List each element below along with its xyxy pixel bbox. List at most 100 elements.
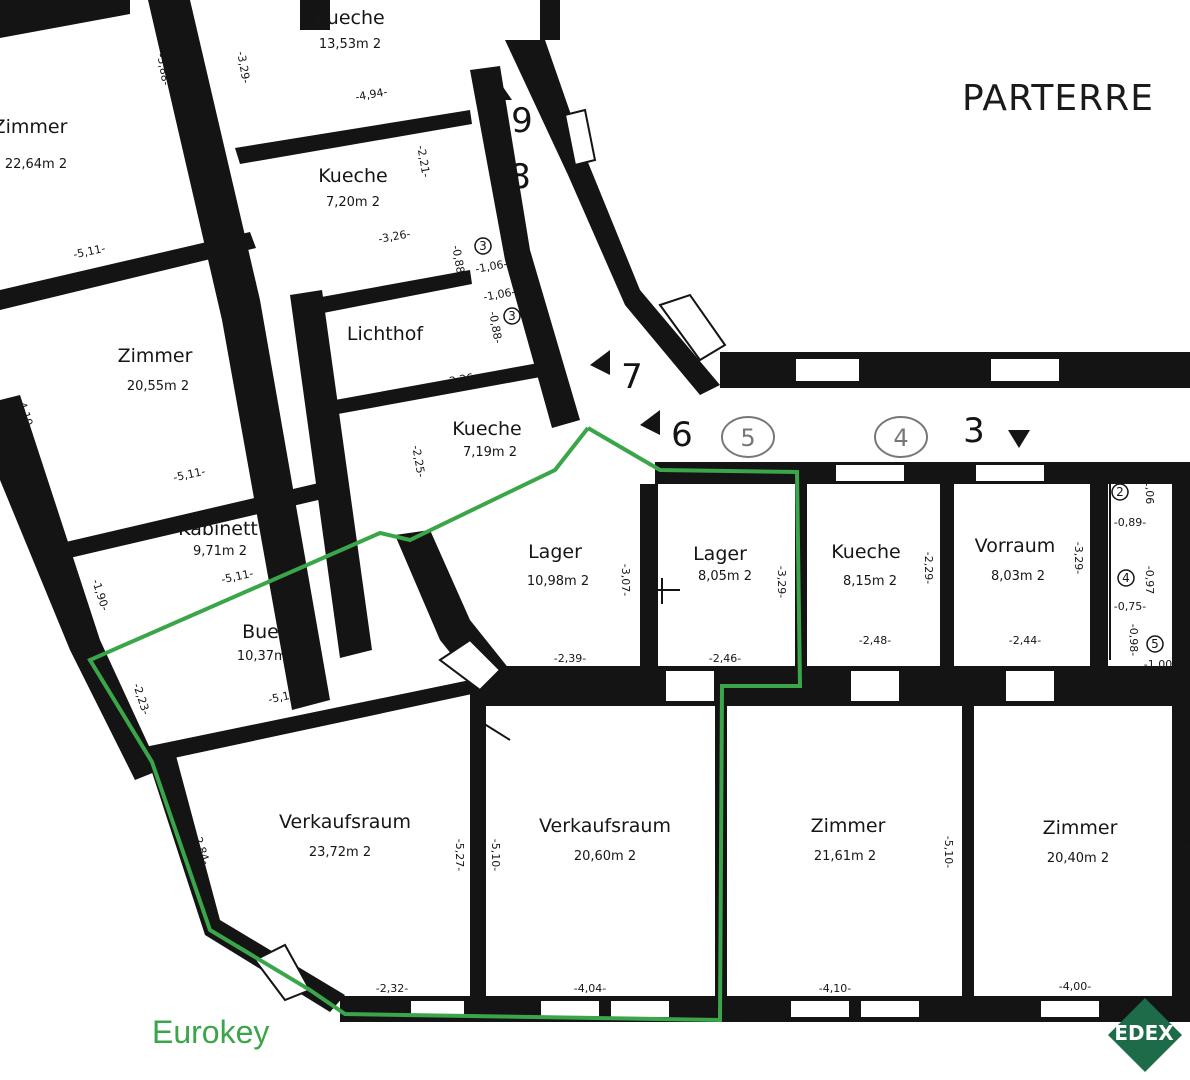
line [477,719,511,741]
room-area: 8,03m 2 [991,569,1045,584]
dimension: -2,39- [554,652,586,665]
room-area: 23,72m 2 [309,845,371,860]
entry-arrow [490,84,512,100]
dimension: -1,06- [482,285,516,303]
room-name: Buero [242,621,298,643]
dimension: -5,10- [1179,829,1190,861]
dimension: -4,10- [819,982,851,995]
window [989,357,1061,383]
dimension: -3,26- [444,370,478,388]
dimension: -2,48- [859,634,891,647]
small-circled-number: 5 [1151,637,1159,651]
wall-diagonal-main [148,0,330,710]
dimension: -1,90- [89,577,111,612]
dimension: -5,11- [220,567,254,586]
thin-lines [477,484,1111,741]
dimension: -0,88- [449,244,467,278]
room-area: 10,98m 2 [527,574,589,589]
room-name: Lichthof [347,323,424,345]
dimension: -3,26- [377,227,411,245]
window [438,638,502,692]
wall-h2 [40,478,344,564]
window [859,999,921,1019]
dimension: -4,04- [574,982,606,995]
logo-text: EDEX [1114,1021,1174,1045]
room-name: Kueche [452,418,521,440]
entry-number: 6 [671,415,693,455]
wall-corridor-bottom [655,462,1190,484]
wall-middle-horizontal [470,666,1190,706]
window [834,463,906,483]
room-name: Kabinett [178,518,258,540]
circle-marker [1111,483,1129,501]
room-name: Kueche [831,541,900,563]
room-area: 8,05m 2 [698,569,752,584]
window [664,669,716,703]
wall-v-verkauf [470,690,486,1010]
dimension: -1,00- [1144,658,1176,671]
small-circled-numbers: 3 3 2 4 5 [474,237,1164,653]
room-area: 20,55m 2 [127,379,189,394]
dimension: -5,11- [72,242,106,261]
dimension: -0,75- [1114,600,1146,613]
dimension: -0,89- [1114,516,1146,529]
edex-logo [1108,998,1182,1072]
wall-left-outer [0,395,160,780]
dimension: -2,21- [414,144,432,178]
eurokey-outline [87,426,803,1023]
wall-bottom-left [148,752,345,1012]
wall-facade-top [720,352,1190,388]
window [974,463,1046,483]
small-circled-number: 3 [508,309,516,323]
dimension: -3,88- [154,52,172,86]
circled-number: 4 [893,424,908,452]
wall-v-lager [640,484,658,674]
circled-unit-numbers: 5 4 [721,416,928,458]
small-circled-number: 4 [1122,571,1130,585]
wall-lichthof-left [290,290,372,658]
window [658,293,727,362]
eurokey-label: Eurokey [152,1014,270,1050]
dimension: -4,94- [354,85,388,103]
wall-v-zimmer2 [962,690,974,1010]
room-area: 21,61m 2 [814,849,876,864]
dimension: -2,23- [130,681,152,716]
entry-markers: 9 8 7 6 3 [490,84,1030,455]
dimension: -1,06- [474,257,508,275]
wall-h4 [235,110,472,164]
page-title: PARTERRE [962,78,1154,119]
room-labels: Kueche 13,53m 2 Zimmer 22,64m 2 Kueche 7… [0,7,1118,866]
entry-arrow [590,350,610,375]
dimension: -5,10- [942,836,955,868]
window [563,108,597,167]
dimension: -2,32- [376,982,408,995]
dimension: -0,88- [486,310,504,344]
entry-arrow [1008,430,1030,448]
dimension: -3,29- [775,566,788,598]
entry-number: 3 [963,411,985,451]
walls [0,0,1190,1022]
dimension: -0,97 [1143,566,1156,594]
entry-number: 9 [511,101,533,141]
circled-number: 5 [740,424,755,452]
wall-h6 [335,360,557,414]
room-area: 20,40m 2 [1047,851,1109,866]
wall-v-vorraum [1090,484,1108,674]
dimension: -5,10- [489,839,502,871]
room-area: 22,64m 2 [5,157,67,172]
dimension: -2,29- [922,552,935,584]
wall-facade-diagonal [505,40,720,395]
room-name: Zimmer [811,815,886,837]
wall-h1 [0,232,256,310]
dimension: -2,44- [1009,634,1041,647]
room-name: Zimmer [118,345,193,367]
wall-right-edge [1172,484,1190,1004]
room-name: Zimmer [1043,817,1118,839]
window [609,999,671,1019]
logo-diamond [1108,998,1182,1072]
small-circled-number: 2 [1116,485,1124,499]
room-area: 8,15m 2 [843,574,897,589]
wall-v-kueche [940,484,954,674]
room-name: Verkaufsraum [279,811,411,833]
